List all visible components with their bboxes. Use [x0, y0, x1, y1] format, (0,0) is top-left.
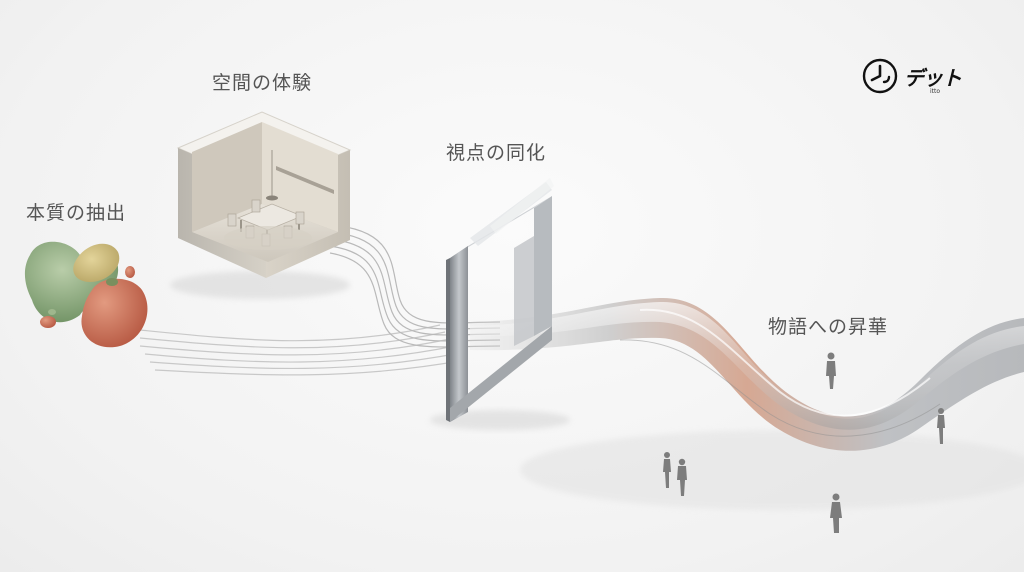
viewpoint-frame: [446, 178, 554, 422]
figure-2: [937, 408, 945, 444]
figure-4: [677, 458, 687, 496]
space-room-cutaway: [176, 111, 352, 278]
figure-1: [826, 352, 836, 389]
brand-logo: デット itto: [862, 58, 972, 100]
logo-sub-text: itto: [930, 88, 941, 95]
figure-3: [663, 452, 671, 488]
flow-lines-from-essence: [139, 324, 466, 376]
narrative-ribbon: [470, 297, 1024, 451]
stage-label-essence: 本質の抽出: [26, 202, 127, 224]
logo-brand-text: デット: [904, 66, 962, 90]
stage-label-narrative: 物語への昇華: [768, 316, 889, 338]
ground-shadows: [170, 271, 1024, 510]
stage-label-space: 空間の体験: [212, 72, 313, 94]
stage-label-viewpoint: 視点の同化: [446, 142, 547, 164]
smile-clock-icon: [862, 58, 898, 94]
essence-blob-cluster: [24, 241, 148, 348]
human-figures: [663, 352, 945, 533]
figure-5: [830, 493, 842, 533]
